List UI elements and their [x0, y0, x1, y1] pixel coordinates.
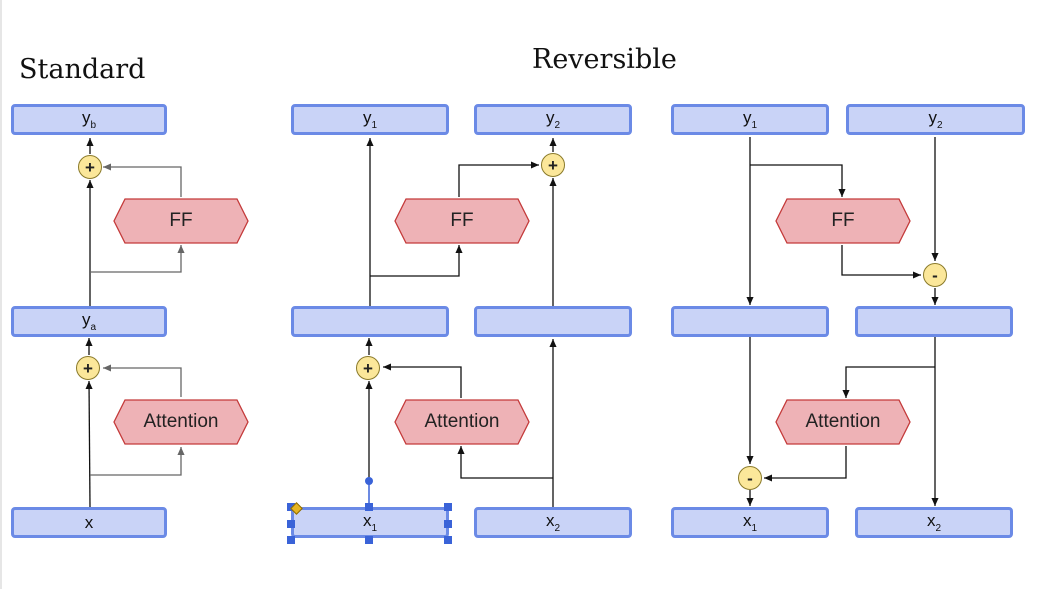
fwd-x1-box[interactable]: x1 — [291, 507, 449, 538]
fwd-y1-label: y1 — [362, 107, 378, 131]
inv-ff-to-minus — [841, 245, 921, 279]
inv-x2-box[interactable]: x2 — [855, 507, 1013, 538]
std-attention-to-plus — [103, 364, 182, 397]
std-x-label: x — [84, 513, 94, 532]
inv-attention-label: Attention — [805, 411, 881, 432]
inv-minus-op-bottom[interactable]: - — [738, 466, 762, 490]
selection-handle[interactable] — [444, 536, 452, 544]
inv-attention-to-minus — [764, 446, 847, 482]
left-edge-line — [0, 0, 2, 589]
fwd-ff-label: FF — [450, 210, 474, 231]
fwd-attention-to-plus — [383, 363, 462, 398]
inv-mid2-box[interactable] — [855, 306, 1013, 337]
std-ff-label: FF — [169, 210, 193, 231]
fwd-ff-to-plus — [458, 161, 539, 197]
inv-attention-block[interactable]: Attention — [775, 399, 911, 445]
inv-y1-box[interactable]: y1 — [671, 104, 829, 135]
selection-handle[interactable] — [287, 520, 295, 528]
fwd-y2-box[interactable]: y2 — [474, 104, 632, 135]
inv-y2-box[interactable]: y2 — [846, 104, 1025, 135]
inv-y1-to-ff — [750, 164, 846, 197]
inv-y1-label: y1 — [742, 107, 758, 131]
selection-handle[interactable] — [287, 536, 295, 544]
inv-minus-op-top[interactable]: - — [923, 263, 947, 287]
inv-x1-box[interactable]: x1 — [671, 507, 829, 538]
std-attention-block[interactable]: Attention — [113, 399, 249, 445]
std-yb-box[interactable]: yb — [11, 104, 167, 135]
inv-x1-label: x1 — [742, 510, 758, 534]
fwd-y1-box[interactable]: y1 — [291, 104, 449, 135]
std-x-to-attention — [90, 447, 185, 476]
fwd-mid1-box[interactable] — [291, 306, 449, 337]
std-yb-label: yb — [81, 107, 97, 131]
selection-endpoint — [365, 477, 373, 485]
fwd-attention-label: Attention — [424, 411, 500, 432]
selection-handle[interactable] — [365, 503, 373, 511]
std-ff-to-plus — [103, 163, 182, 197]
fwd-x2-box[interactable]: x2 — [474, 507, 632, 538]
fwd-x1-label: x1 — [362, 510, 378, 534]
std-x-box[interactable]: x — [11, 507, 167, 538]
fwd-plus-op-bottom[interactable]: + — [356, 356, 380, 380]
std-ya-label: ya — [81, 309, 97, 333]
std-attention-label: Attention — [143, 411, 219, 432]
std-ya-to-ff — [90, 245, 185, 273]
std-x-to-plus — [85, 380, 93, 508]
inv-mid1-box[interactable] — [671, 306, 829, 337]
title-reversible: Reversible — [532, 44, 677, 75]
std-ya-box[interactable]: ya — [11, 306, 167, 337]
inv-y2-label: y2 — [928, 107, 943, 131]
fwd-y2-label: y2 — [545, 107, 561, 131]
inv-ff-block[interactable]: FF — [775, 198, 911, 244]
fwd-attention-block[interactable]: Attention — [394, 399, 530, 445]
selection-handle[interactable] — [365, 536, 373, 544]
fwd-ff-block[interactable]: FF — [394, 198, 530, 244]
std-plus-op-bottom[interactable]: + — [76, 356, 100, 380]
std-ff-block[interactable]: FF — [113, 198, 249, 244]
fwd-plus-op-top[interactable]: + — [541, 153, 565, 177]
fwd-x2-label: x2 — [545, 510, 561, 534]
selection-handle[interactable] — [444, 520, 452, 528]
fwd-mid1-to-ff — [370, 245, 463, 277]
fwd-x2-to-attention — [457, 446, 553, 479]
selection-handle[interactable] — [444, 503, 452, 511]
std-plus-op-top[interactable]: + — [78, 155, 102, 179]
inv-mid2-to-attention — [842, 366, 935, 398]
title-standard: Standard — [19, 54, 146, 85]
fwd-mid2-box[interactable] — [474, 306, 632, 337]
inv-x2-label: x2 — [926, 510, 942, 534]
inv-ff-label: FF — [831, 210, 855, 231]
